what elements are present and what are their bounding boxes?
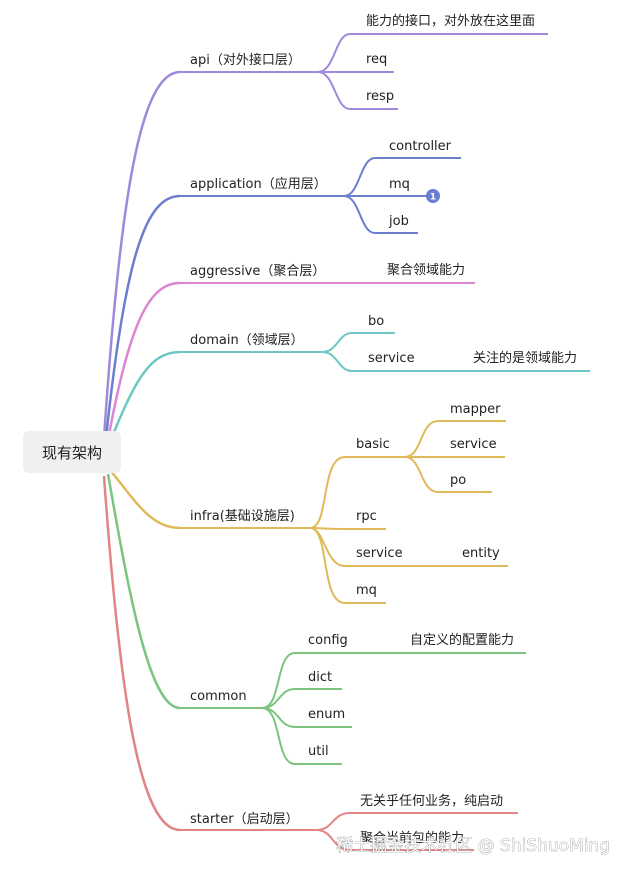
aggressive-child-aggregate[interactable]: 聚合领域能力 xyxy=(387,263,465,278)
infra-label[interactable]: infra(基础设施层) xyxy=(190,509,295,524)
root-node-box xyxy=(23,431,121,473)
domain-child-bo[interactable]: bo xyxy=(368,314,384,329)
api-child-req[interactable]: req xyxy=(366,52,387,67)
basic-child-po[interactable]: po xyxy=(450,473,466,488)
domain-label[interactable]: domain（领域层） xyxy=(190,333,304,348)
domain-grandchild-focus[interactable]: 关注的是领域能力 xyxy=(473,350,577,366)
basic-child-mapper[interactable]: mapper xyxy=(450,402,501,417)
starter-child-2-edge xyxy=(315,829,474,851)
branch-common[interactable] xyxy=(180,652,526,765)
collapse-badge-count: 1 xyxy=(430,193,436,203)
application-child-controller[interactable]: controller xyxy=(389,139,452,154)
application-child-mq[interactable]: mq xyxy=(389,177,410,192)
branch-domain[interactable] xyxy=(180,332,590,372)
infra-basic-edge xyxy=(309,456,405,529)
infra-child-rpc[interactable]: rpc xyxy=(356,509,377,524)
basic-child-service[interactable]: service xyxy=(450,437,497,452)
api-label[interactable]: api（对外接口层） xyxy=(190,52,301,68)
infra-rpc-edge xyxy=(309,527,386,530)
starter-child-1-edge xyxy=(315,812,518,831)
common-config-edge xyxy=(261,652,526,709)
infra-child-basic[interactable]: basic xyxy=(356,437,390,452)
connector-infra xyxy=(109,469,181,530)
application-child-1-edge xyxy=(343,157,461,197)
common-label[interactable]: common xyxy=(190,689,247,704)
connector-application xyxy=(104,194,181,439)
api-child-interface[interactable]: 能力的接口，对外放在这里面 xyxy=(366,13,535,29)
domain-child-2-edge xyxy=(321,351,590,372)
basic-mapper-edge xyxy=(404,420,506,458)
common-child-dict[interactable]: dict xyxy=(308,670,332,685)
api-child-1-edge xyxy=(317,33,548,73)
collapse-badge[interactable]: 1 xyxy=(426,189,440,203)
application-child-3-edge xyxy=(343,195,418,234)
connector-domain xyxy=(108,350,181,443)
infra-child-mq[interactable]: mq xyxy=(356,583,377,598)
application-child-job[interactable]: job xyxy=(388,214,409,229)
config-child-custom[interactable]: 自定义的配置能力 xyxy=(410,632,514,648)
infra-child-service[interactable]: service xyxy=(356,546,403,561)
starter-child-no-business[interactable]: 无关乎任何业务，纯启动 xyxy=(360,793,503,809)
infra-mq-edge xyxy=(309,527,386,604)
root-connectors xyxy=(102,70,181,832)
common-child-enum[interactable]: enum xyxy=(308,707,345,722)
branch-starter[interactable] xyxy=(180,812,518,851)
domain-child-service[interactable]: service xyxy=(368,351,415,366)
common-util-edge xyxy=(261,707,342,765)
connector-starter xyxy=(102,475,181,832)
starter-label[interactable]: starter（启动层） xyxy=(190,812,299,827)
watermark: 稀土掘金技术社区 @ ShiShuoMing xyxy=(336,836,610,856)
branch-application[interactable] xyxy=(180,157,461,234)
connector-api xyxy=(102,70,181,439)
api-child-3-edge xyxy=(317,71,398,110)
branch-infra[interactable] xyxy=(180,420,508,604)
api-child-resp[interactable]: resp xyxy=(366,89,394,104)
common-child-config[interactable]: config xyxy=(308,633,348,648)
connector-aggressive xyxy=(106,281,181,441)
branch-api[interactable] xyxy=(180,33,548,110)
root-label: 现有架构 xyxy=(42,444,102,462)
common-child-util[interactable]: util xyxy=(308,744,329,759)
collapse-badge-circle xyxy=(426,189,440,203)
connector-common xyxy=(106,473,181,710)
root-node[interactable]: 现有架构 xyxy=(23,431,121,473)
application-label[interactable]: application（应用层） xyxy=(190,176,327,192)
basic-po-edge xyxy=(404,456,492,493)
aggressive-label[interactable]: aggressive（聚合层） xyxy=(190,264,325,279)
domain-child-1-edge xyxy=(321,332,395,353)
starter-child-aggregate[interactable]: 聚合当前包的能力 xyxy=(360,830,464,846)
service-child-entity[interactable]: entity xyxy=(462,546,500,561)
common-dict-edge xyxy=(261,688,342,709)
